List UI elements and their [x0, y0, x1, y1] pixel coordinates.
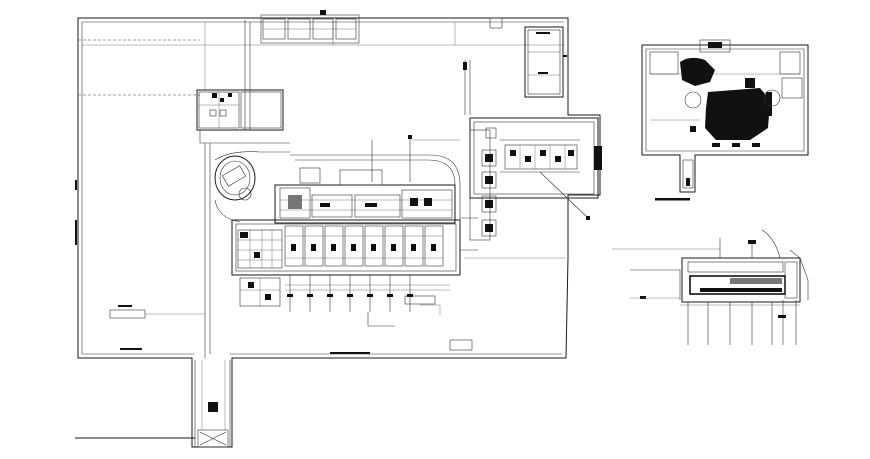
outfall-lines: [239, 275, 450, 327]
detail-plan-top-right: [641, 39, 809, 201]
section-bottom-right: [612, 229, 809, 345]
main-site-plan: [75, 10, 602, 448]
tank-column: [481, 127, 497, 237]
section-piles: [630, 296, 800, 345]
process-cells: [284, 225, 444, 267]
detail-equipment-bits: [682, 78, 781, 189]
